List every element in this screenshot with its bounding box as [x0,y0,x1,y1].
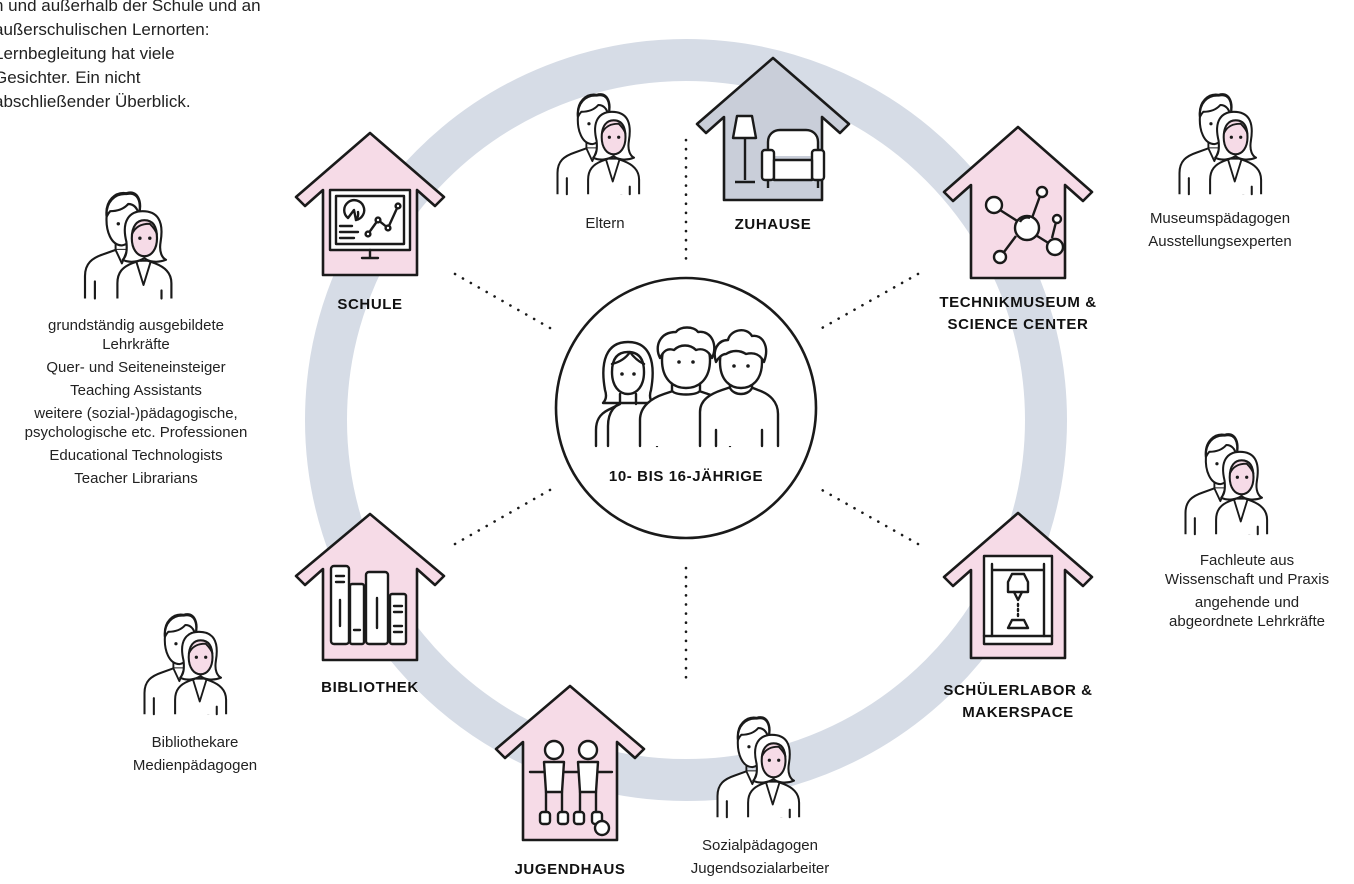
presentation-board-icon [328,188,412,260]
house-technikmuseum [942,125,1094,280]
label-jugendhaus: JUGENDHAUS [514,861,626,878]
people-schule-icon [83,191,173,300]
intro-line: Gesichter. Ein nicht [0,68,141,87]
molecule-icon [984,185,1065,265]
intro-text: n und außerhalb der Schule und an außers… [0,0,334,114]
ring [305,39,1067,801]
people-bibliothek-icon [143,613,228,716]
foosball-figures-icon [528,739,614,837]
intro-line: n und außerhalb der Schule und an [0,0,261,15]
floor-lamp-icon [731,114,758,184]
intro-line: Lernbegleitung hat viele [0,44,175,63]
connector-schule [453,272,552,330]
connector-technik [820,272,920,330]
armchair-icon [760,128,826,188]
connector-bibliothek [453,488,552,546]
people-labor-icon [1184,433,1269,536]
people-labor-label: Fachleute aus Wissenschaft und Praxis an… [1164,552,1330,630]
people-bibliothek-label: Bibliothekare Medienpädagogen [132,734,258,774]
label-zuhause: ZUHAUSE [734,216,812,233]
label-schuelerlabor: SCHÜLERLABOR & MAKERSPACE [943,682,1093,721]
label-bibliothek: BIBLIOTHEK [321,679,419,696]
center-label: 10- BIS 16-JÄHRIGE [609,468,763,485]
connector-labor [820,488,920,546]
people-jugendhaus-label: Sozialpädagogen Jugendsozialarbeiter [690,837,830,877]
people-museum-icon [1178,93,1263,196]
books-icon [329,564,408,646]
people-schule-label: grundständig ausgebildete Lehrkräfte Que… [24,317,248,487]
people-museum-label: Museumspädagogen Ausstellungsexperten [1148,210,1292,250]
house-jugendhaus [494,684,646,842]
3d-printer-icon [982,554,1054,646]
house-bibliothek [294,512,446,662]
house-schuelerlabor [942,511,1094,660]
label-schule: SCHULE [337,296,403,313]
people-eltern-label: Eltern [585,215,625,232]
label-technikmuseum: TECHNIKMUSEUM & SCIENCE CENTER [939,294,1097,333]
intro-line: außerschulischen Lernorten: [0,20,210,39]
youth-group-icon [594,326,780,448]
connectors [453,138,920,684]
intro-line: abschließender Überblick. [0,92,191,111]
house-zuhause [695,56,851,202]
center-youth: 10- BIS 16-JÄHRIGE [554,276,818,540]
people-eltern-icon [556,93,641,196]
house-schule [294,131,446,277]
